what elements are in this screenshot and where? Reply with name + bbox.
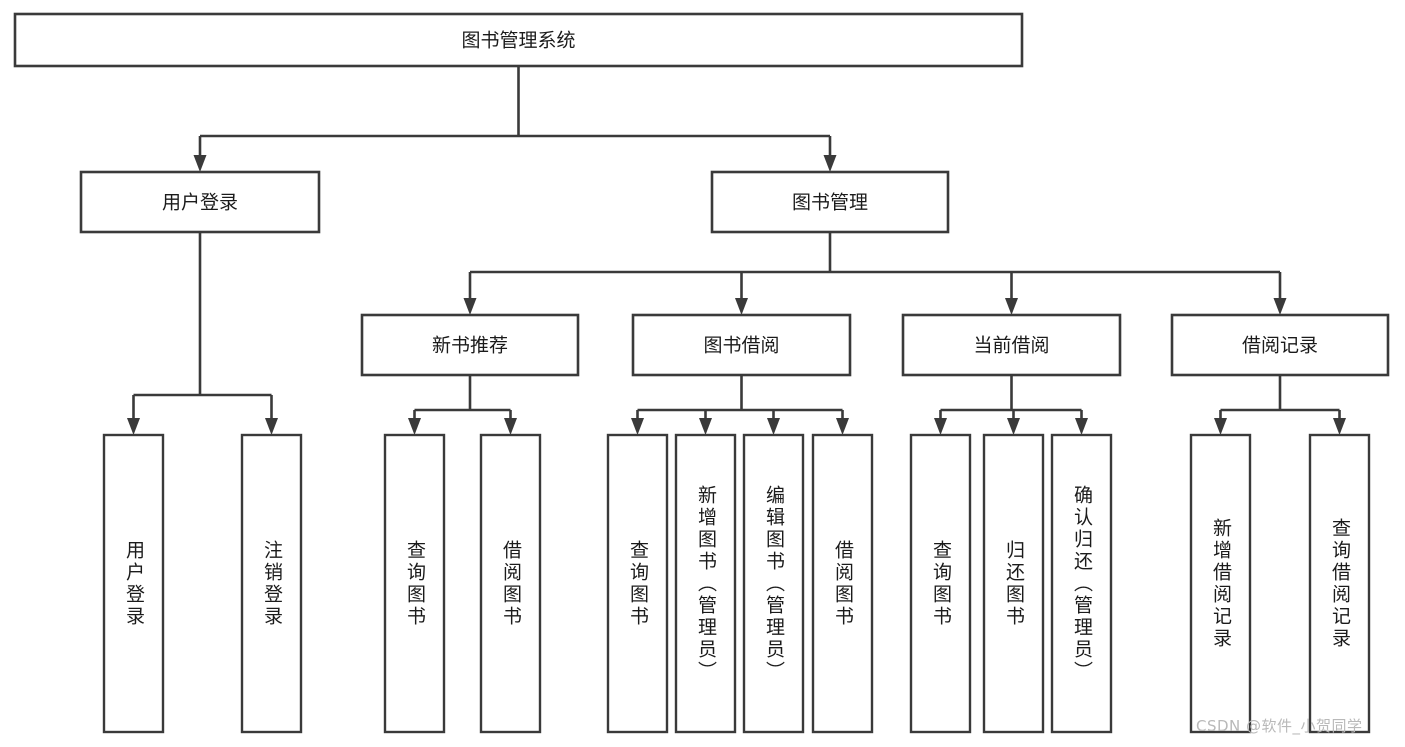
node-label-current-borrow: 当前借阅	[973, 335, 1049, 357]
node-box-leaf-query-record[interactable]	[1308, 433, 1371, 734]
arrow-head-icon-leaf-return-book	[1007, 418, 1020, 435]
connector-layer	[127, 66, 1346, 435]
node-box-user-login[interactable]	[79, 170, 321, 234]
node-box-leaf-user-logout[interactable]	[240, 433, 303, 734]
node-box-leaf-user-login[interactable]	[102, 433, 165, 734]
node-box-leaf-query-book-2[interactable]	[606, 433, 669, 734]
arrow-head-icon-borrow-record	[1273, 298, 1287, 315]
node-label-borrow-record: 借阅记录	[1242, 335, 1318, 357]
node-box-leaf-confirm-return[interactable]	[1050, 433, 1113, 734]
arrow-head-icon-leaf-user-login	[127, 418, 140, 435]
node-label-root: 图书管理系统	[461, 30, 575, 52]
node-box-leaf-return-book[interactable]	[982, 433, 1045, 734]
arrow-head-icon-leaf-user-logout	[265, 418, 278, 435]
arrow-head-icon-leaf-confirm-return	[1075, 418, 1088, 435]
arrow-head-icon-current-borrow	[1005, 298, 1018, 315]
node-box-leaf-borrow-book-2[interactable]	[811, 433, 874, 734]
arrow-head-icon-leaf-edit-book	[767, 418, 780, 435]
arrow-head-icon-book-borrow	[735, 298, 748, 315]
node-box-leaf-borrow-book-1[interactable]	[479, 433, 542, 734]
box-layer	[13, 12, 1390, 734]
node-box-borrow-record[interactable]	[1170, 313, 1390, 377]
arrow-head-icon-leaf-query-book-3	[934, 418, 947, 435]
node-box-current-borrow[interactable]	[901, 313, 1122, 377]
arrow-head-icon-leaf-add-book	[699, 418, 712, 435]
node-box-leaf-edit-book[interactable]	[742, 433, 805, 734]
node-box-new-book-recommend[interactable]	[360, 313, 580, 377]
arrow-head-icon-new-book-recommend	[463, 298, 477, 315]
arrow-head-icon-book-manage	[823, 155, 837, 172]
node-box-leaf-query-book-3[interactable]	[909, 433, 972, 734]
node-box-book-borrow[interactable]	[631, 313, 852, 377]
node-box-leaf-add-book[interactable]	[674, 433, 737, 734]
arrow-head-icon-leaf-borrow-book-1	[504, 418, 517, 435]
arrow-head-icon-user-login	[193, 155, 207, 172]
arrow-head-icon-leaf-query-book-2	[631, 418, 644, 435]
node-box-leaf-add-record[interactable]	[1189, 433, 1252, 734]
arrow-head-icon-leaf-borrow-book-2	[836, 418, 849, 435]
node-box-leaf-query-book-1[interactable]	[383, 433, 446, 734]
node-box-root[interactable]	[13, 12, 1024, 68]
arrow-head-icon-leaf-add-record	[1214, 418, 1227, 435]
arrow-head-icon-leaf-query-book-1	[408, 418, 421, 435]
csdn-watermark: CSDN @软件_小贺同学	[1196, 717, 1363, 735]
node-label-book-manage: 图书管理	[792, 192, 868, 214]
node-box-book-manage[interactable]	[710, 170, 950, 234]
node-label-book-borrow: 图书借阅	[703, 335, 779, 357]
node-label-user-login: 用户登录	[162, 192, 238, 214]
node-label-new-book-recommend: 新书推荐	[432, 335, 508, 357]
arrow-head-icon-leaf-query-record	[1333, 418, 1346, 435]
